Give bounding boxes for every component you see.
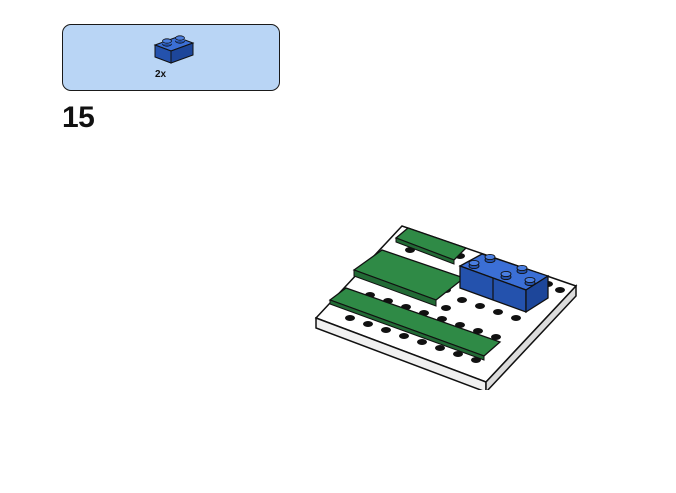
- blue-bricks: [458, 253, 550, 314]
- part-quantity: 2x: [155, 69, 167, 80]
- blue-brick-1x2-icon: [153, 35, 195, 64]
- parts-callout: 2x: [62, 24, 280, 91]
- step-number: 15: [62, 101, 95, 134]
- brick-assembly-icon: [314, 225, 578, 390]
